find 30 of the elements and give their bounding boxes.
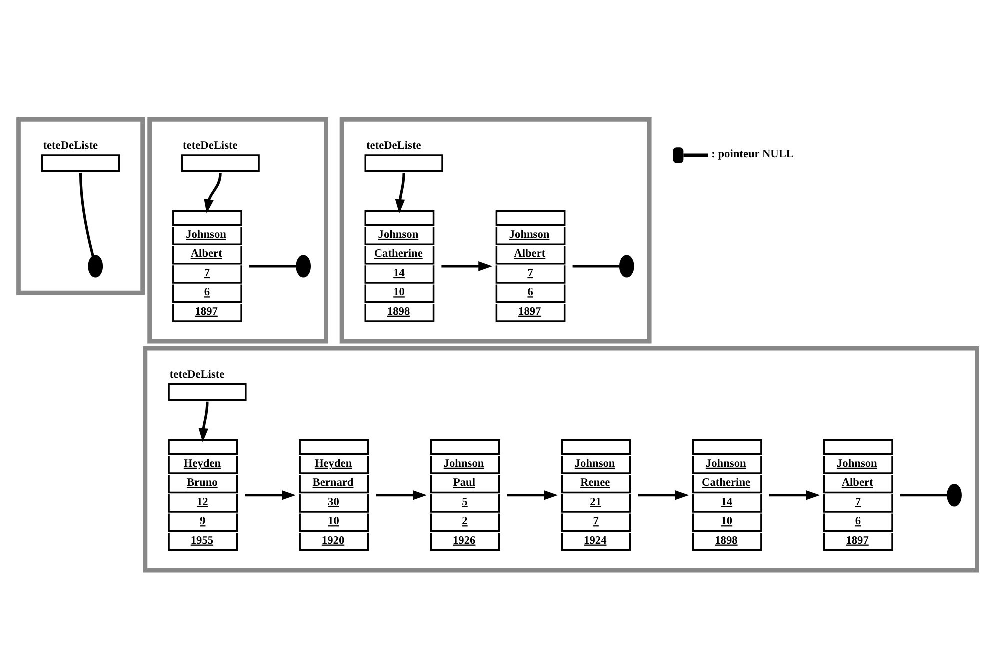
cluster bbox=[16, 116, 145, 295]
legend-label: : pointeur NULL bbox=[712, 148, 794, 160]
arrow bbox=[198, 401, 209, 442]
cluster bbox=[148, 116, 328, 344]
cluster bbox=[143, 346, 980, 572]
connector bbox=[572, 264, 620, 268]
arrow bbox=[442, 261, 493, 271]
arrow bbox=[245, 490, 296, 500]
node-box bbox=[181, 154, 260, 172]
arrow bbox=[769, 490, 820, 500]
arrow bbox=[204, 172, 222, 214]
connector bbox=[79, 172, 94, 256]
node-label: teteDeListe bbox=[170, 368, 225, 380]
node-box bbox=[168, 383, 247, 400]
cluster bbox=[340, 116, 652, 344]
node-circle bbox=[88, 254, 104, 278]
node-label: teteDeListe bbox=[43, 139, 98, 152]
arrow bbox=[507, 490, 558, 500]
connector bbox=[250, 264, 296, 268]
node-circle bbox=[619, 254, 634, 278]
node-label: teteDeListe bbox=[183, 139, 238, 152]
node-label: teteDeListe bbox=[366, 139, 422, 152]
node-circle bbox=[296, 254, 312, 278]
node-box bbox=[41, 154, 120, 172]
node-box bbox=[364, 154, 444, 172]
arrow bbox=[395, 172, 406, 214]
connector bbox=[900, 494, 948, 496]
arrow bbox=[638, 490, 690, 500]
node-circle bbox=[947, 484, 962, 506]
arrow bbox=[376, 490, 428, 500]
